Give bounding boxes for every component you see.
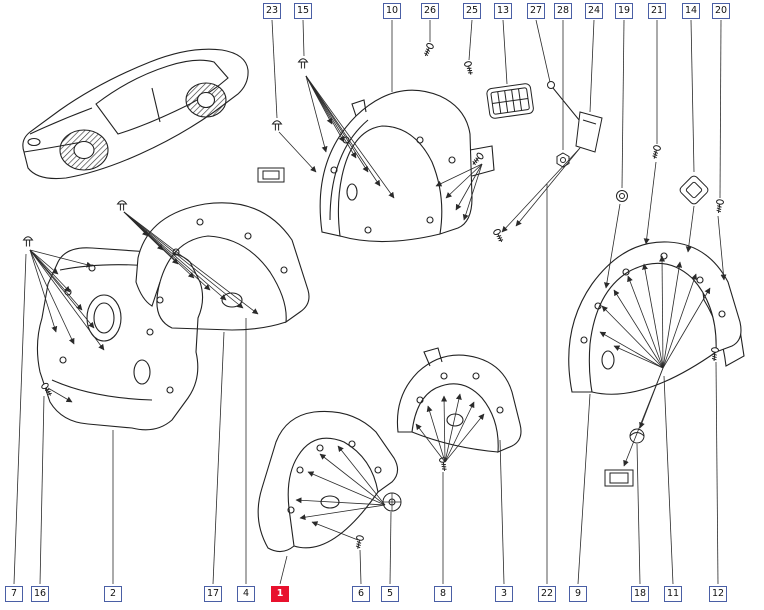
callout-2[interactable]: 2 bbox=[104, 586, 122, 602]
callout-3[interactable]: 3 bbox=[495, 586, 513, 602]
callout-24[interactable]: 24 bbox=[585, 3, 603, 19]
callout-17[interactable]: 17 bbox=[204, 586, 222, 602]
wheel-liner-front-bottom bbox=[257, 410, 399, 553]
wheel-liner-rear-right bbox=[568, 241, 745, 395]
leader-lines bbox=[13, 19, 722, 585]
callout-8[interactable]: 8 bbox=[434, 586, 452, 602]
callout-28[interactable]: 28 bbox=[554, 3, 572, 19]
callout-9[interactable]: 9 bbox=[569, 586, 587, 602]
grommet-part bbox=[616, 190, 628, 202]
callout-16[interactable]: 16 bbox=[31, 586, 49, 602]
callout-27[interactable]: 27 bbox=[527, 3, 545, 19]
callout-5[interactable]: 5 bbox=[381, 586, 399, 602]
callout-22[interactable]: 22 bbox=[538, 586, 556, 602]
callout-25[interactable]: 25 bbox=[463, 3, 481, 19]
callout-11[interactable]: 11 bbox=[664, 586, 682, 602]
cap-part bbox=[629, 428, 645, 444]
callout-23[interactable]: 23 bbox=[263, 3, 281, 19]
callout-19[interactable]: 19 bbox=[615, 3, 633, 19]
callout-7[interactable]: 7 bbox=[5, 586, 23, 602]
vent-grille-part bbox=[486, 83, 534, 119]
washer-part bbox=[382, 492, 402, 512]
wheel-liner-rear-top bbox=[319, 89, 495, 243]
callout-1[interactable]: 1 bbox=[271, 586, 289, 602]
callout-18[interactable]: 18 bbox=[631, 586, 649, 602]
callout-21[interactable]: 21 bbox=[648, 3, 666, 19]
callout-13[interactable]: 13 bbox=[494, 3, 512, 19]
wheel-liner-mid bbox=[396, 347, 522, 453]
diamond-grommet-part bbox=[679, 175, 709, 205]
bracket-part bbox=[575, 111, 603, 153]
callout-12[interactable]: 12 bbox=[709, 586, 727, 602]
callout-4[interactable]: 4 bbox=[237, 586, 255, 602]
nut-part bbox=[556, 152, 570, 168]
callout-15[interactable]: 15 bbox=[294, 3, 312, 19]
callout-26[interactable]: 26 bbox=[421, 3, 439, 19]
rect-bracket-part bbox=[604, 469, 634, 487]
wheel-liner-front-left bbox=[36, 247, 204, 431]
callout-20[interactable]: 20 bbox=[712, 3, 730, 19]
plate-clip-part bbox=[257, 167, 285, 183]
callout-6[interactable]: 6 bbox=[352, 586, 370, 602]
callout-14[interactable]: 14 bbox=[682, 3, 700, 19]
fan-arrows bbox=[29, 75, 727, 541]
car-illustration bbox=[22, 48, 249, 180]
callout-10[interactable]: 10 bbox=[383, 3, 401, 19]
